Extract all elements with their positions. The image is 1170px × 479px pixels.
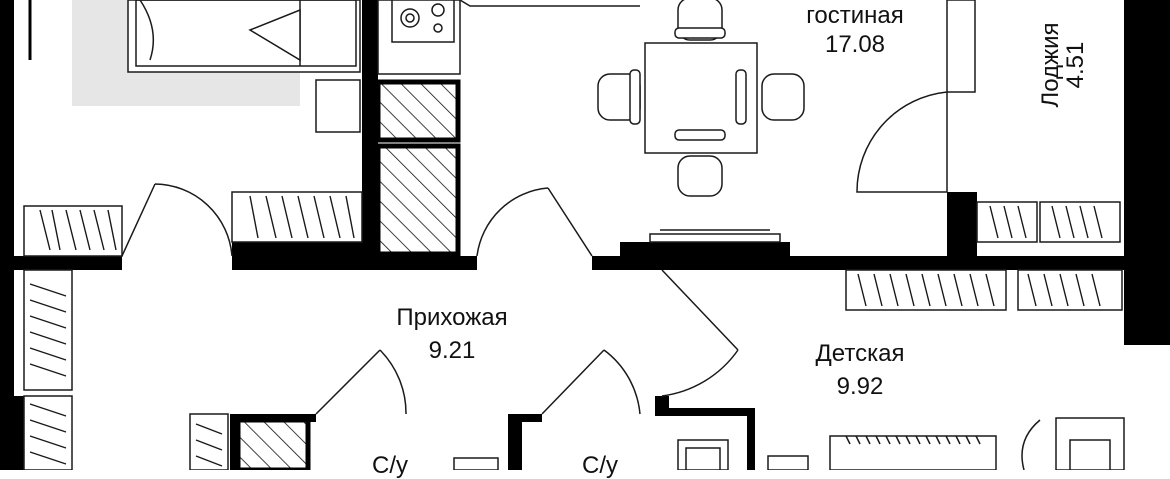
- wall-bath-divider: [508, 414, 522, 470]
- wall-balcony-stub: [620, 242, 790, 256]
- loggia-door-swing: [856, 91, 948, 193]
- wall-kids-bath-v: [747, 408, 755, 470]
- bed-blanket-fold: [248, 8, 301, 62]
- wardrobe-bedroom-right: [231, 191, 363, 243]
- doors: [121, 183, 739, 415]
- door-bath2: [541, 349, 641, 415]
- chair-right-back: [735, 69, 747, 125]
- wall-mid-horizontal-b: [377, 256, 477, 270]
- living-room-name: гостиная: [806, 2, 904, 29]
- bath-fixtures: [453, 439, 729, 470]
- wall-mid-horizontal-d: [947, 192, 977, 270]
- bed: [72, 0, 361, 133]
- door-bath1: [315, 349, 407, 415]
- wall-right-lower: [1124, 242, 1170, 345]
- wall-right-mid: [1124, 192, 1170, 242]
- shafts: [235, 79, 461, 470]
- kitchen-counter-top: [459, 0, 640, 7]
- wardrobe-hangers: [29, 195, 1103, 467]
- loggia-area: 4.51: [1062, 41, 1090, 89]
- hall-area: 9.21: [428, 337, 476, 364]
- tv-unit: [649, 229, 781, 243]
- bath1-name: С/у: [372, 452, 408, 479]
- loggia-label: Лоджия 4.51: [1037, 10, 1092, 120]
- loggia-name: Лоджия: [1037, 22, 1064, 108]
- wardrobes: [23, 191, 1123, 470]
- chair-top-back: [674, 27, 726, 39]
- wardrobe-bedroom-left: [23, 205, 123, 257]
- burner-3: [433, 23, 443, 33]
- wall-shaft-divider: [362, 80, 378, 256]
- wall-right-outer: [1124, 0, 1170, 192]
- shaft-lower: [375, 143, 461, 257]
- bath1-sink: [453, 457, 499, 470]
- kids-bed: [829, 435, 997, 470]
- burner-2: [431, 3, 445, 17]
- wall-lower-left: [14, 396, 24, 470]
- loggia-door: [856, 0, 976, 193]
- wall-left-outer: [0, 0, 14, 470]
- bed-inner: [135, 0, 357, 67]
- kids-toilet-stub: [767, 455, 809, 470]
- bed-blanket-curve: [139, 0, 155, 61]
- wardrobe-hall-left-lower: [23, 395, 73, 470]
- tv-stand: [649, 233, 781, 243]
- kids-laptop: [1069, 439, 1111, 470]
- dining-set: [597, 0, 805, 197]
- door-kitchen: [476, 187, 593, 257]
- hall-name: Прихожая: [396, 304, 508, 331]
- kids-chair: [1021, 419, 1041, 470]
- living-room-area: 17.08: [824, 31, 886, 58]
- shaft-upper: [375, 79, 461, 143]
- bedside-table: [315, 79, 361, 133]
- kids-room-area: 9.92: [836, 373, 884, 400]
- chair-left-back: [629, 69, 641, 125]
- wardrobe-kids-b: [1017, 269, 1123, 311]
- wall-bedroom-kitchen: [362, 0, 378, 80]
- door-bedroom: [121, 183, 233, 257]
- kids-bed-fringe: [845, 435, 981, 445]
- wardrobe-hall-left: [23, 269, 73, 391]
- wall-mid-horizontal-c: [592, 256, 947, 270]
- bed-frame: [127, 0, 361, 73]
- wall-kids-bath-horizontal: [655, 408, 755, 416]
- door-kids: [661, 269, 739, 397]
- stove: [377, 0, 461, 75]
- loggia-door-leaf: [946, 0, 976, 93]
- wardrobe-loggia-a: [976, 201, 1038, 243]
- chair-right: [761, 73, 805, 121]
- kids-furniture: [767, 417, 1125, 470]
- bath2-name: С/у: [582, 452, 618, 479]
- wall-bath2-top: [522, 414, 542, 422]
- chair-bottom-back: [674, 129, 726, 141]
- chair-bottom: [677, 155, 723, 197]
- wall-mid-horizontal-a: [232, 242, 377, 270]
- wall-mid-horizontal-left: [0, 256, 122, 270]
- burner-1-inner: [405, 13, 415, 23]
- wall-bath-left: [230, 414, 238, 470]
- bath2-sink-inner: [685, 447, 721, 470]
- wall-mid-horizontal-e: [977, 256, 1124, 270]
- shaft-bath: [235, 417, 311, 470]
- kids-room-name: Детская: [815, 340, 905, 367]
